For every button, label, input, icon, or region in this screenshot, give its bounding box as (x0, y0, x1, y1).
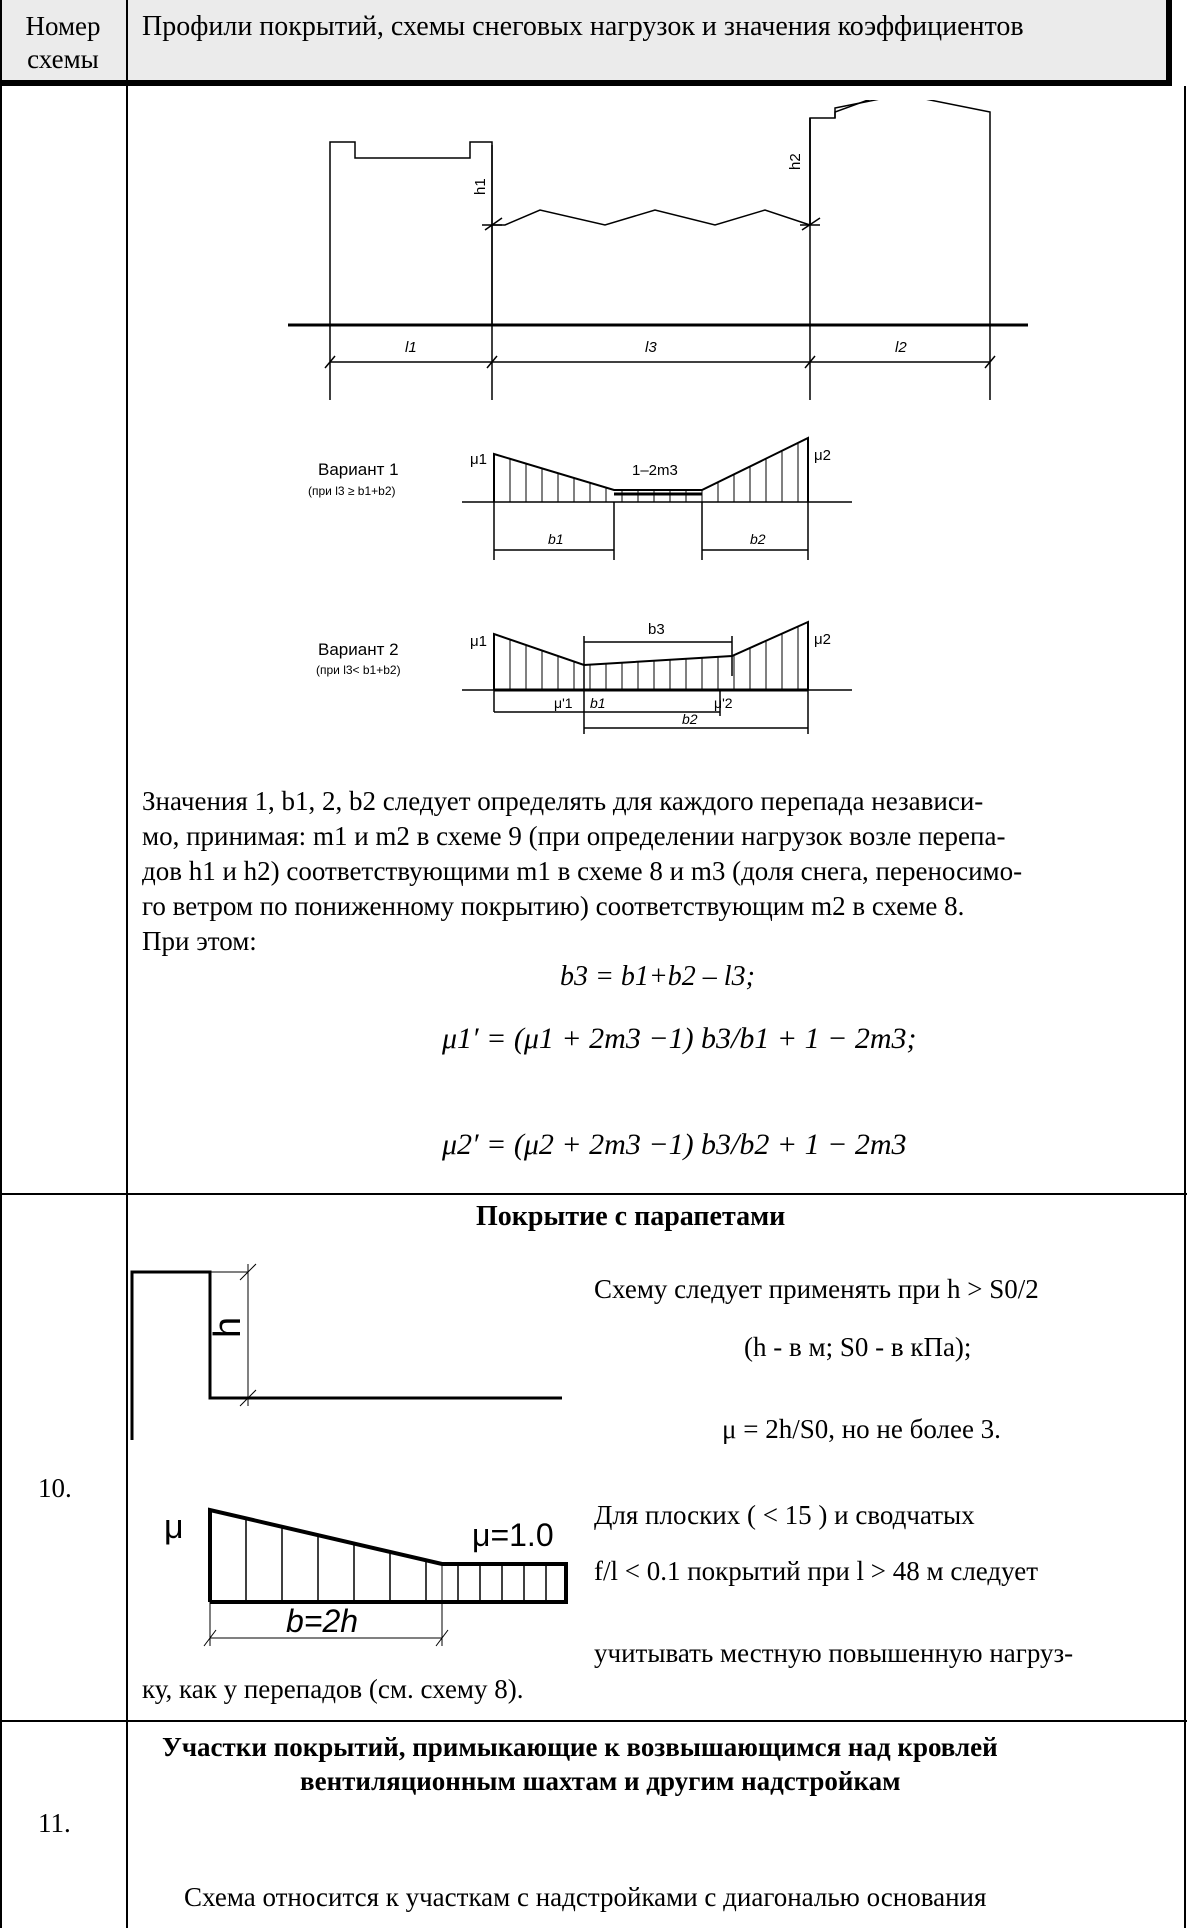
table-left-border (0, 0, 2, 1928)
scheme9-profile-diagram: h1 h2 l1 l3 l2 (288, 100, 1028, 400)
scheme10-load-diagram: μ μ=1.0 b=2h (164, 1507, 568, 1647)
table-right-border (1184, 86, 1186, 1928)
table-column-divider (126, 0, 128, 1928)
scheme10-number: 10. (38, 1473, 72, 1503)
scheme9-text-line-4: го ветром по пониженному покрытию) соотв… (142, 891, 965, 921)
variant1-b1: b1 (548, 531, 564, 547)
variant2-title: Вариант 2 (318, 640, 399, 659)
scheme10-h-label: h (207, 1317, 249, 1338)
scheme9-text-line-5: При этом: (142, 926, 257, 956)
variant1-mu2: μ2 (814, 447, 831, 464)
h1-label: h1 (472, 178, 489, 195)
scheme10-mu1-label: μ=1.0 (472, 1517, 554, 1553)
scheme9-text-line-1: Значения 1, b1, 2, b2 следует определять… (142, 786, 984, 816)
variant1-load-diagram: μ1 μ2 1–2m3 b1 b2 (462, 436, 852, 560)
variant2-b1: b1 (590, 695, 606, 711)
scheme10-line-5: f/l < 0.1 покрытий при l > 48 м следует (594, 1556, 1039, 1586)
scheme11-number: 11. (38, 1808, 71, 1838)
formula-b3: b3 = b1+b2 – l3; (560, 961, 755, 992)
variant1-mid-label: 1–2m3 (632, 462, 678, 479)
scheme10-line-7: ку, как у перепадов (см. схему 8). (142, 1674, 524, 1704)
variant2-mu1: μ1 (470, 633, 487, 650)
scheme11-title-line-2: вентиляционным шахтам и другим надстройк… (300, 1766, 901, 1796)
variant2-b3: b3 (648, 621, 665, 638)
scheme10-line-1: Схему следует применять при h > S0/2 (594, 1274, 1039, 1304)
header-scheme-number: Номер схемы (25, 11, 101, 74)
variant1-title: Вариант 1 (318, 460, 399, 479)
l1-label: l1 (405, 339, 417, 356)
row-divider-10-11 (0, 1720, 1187, 1722)
header-title: Профили покрытий, схемы снеговых нагрузо… (142, 11, 1024, 42)
variant2-mu2-prime: μ'2 (714, 695, 733, 711)
scheme10-mu-label: μ (164, 1508, 184, 1546)
l2-label: l2 (895, 339, 907, 356)
variant2-mu1-prime: μ'1 (554, 695, 573, 711)
variant1-condition: (при l3 ≥ b1+b2) (308, 484, 396, 498)
row-divider-9-10 (0, 1193, 1187, 1195)
scheme10-line-3: μ = 2h/S0, но не более 3. (722, 1414, 1001, 1444)
scheme9-text-line-2: мо, принимая: m1 и m2 в схеме 9 (при опр… (142, 821, 1006, 851)
scheme11-title-line-1: Участки покрытий, примыкающие к возвышаю… (162, 1732, 998, 1762)
scheme10-line-4: Для плоских ( < 15 ) и сводчатых (594, 1500, 975, 1530)
variant1-b2: b2 (750, 531, 766, 547)
h2-label: h2 (787, 153, 804, 170)
variant2-load-diagram: μ1 μ2 b3 μ'1 b1 μ'2 b2 (462, 620, 852, 734)
variant2-condition: (при l3< b1+b2) (316, 663, 401, 677)
formula-mu2-prime: μ2′ = (μ2 + 2m3 −1) b3/b2 + 1 − 2m3 (442, 1128, 907, 1161)
variant2-mu2: μ2 (814, 631, 831, 648)
formula-mu1-prime: μ1′ = (μ1 + 2m3 −1) b3/b1 + 1 − 2m3; (442, 1022, 917, 1055)
scheme10-line-6: учитывать местную повышенную нагруз- (594, 1638, 1074, 1668)
scheme11-text: Схема относится к участкам с надстройкам… (184, 1882, 987, 1912)
l3-label: l3 (645, 339, 657, 356)
scheme10-b-label: b=2h (286, 1603, 358, 1639)
table-header: Номер схемы Профили покрытий, схемы снег… (0, 0, 1172, 86)
variant2-b2: b2 (682, 711, 698, 727)
scheme10-title: Покрытие с парапетами (476, 1201, 786, 1232)
variant1-mu1: μ1 (470, 451, 487, 468)
scheme10-line-2: (h - в м; S0 - в кПа); (744, 1332, 972, 1362)
scheme9-text-line-3: дов h1 и h2) соответствующими m1 в схеме… (142, 856, 1023, 886)
scheme10-parapet-diagram: h (130, 1263, 562, 1440)
